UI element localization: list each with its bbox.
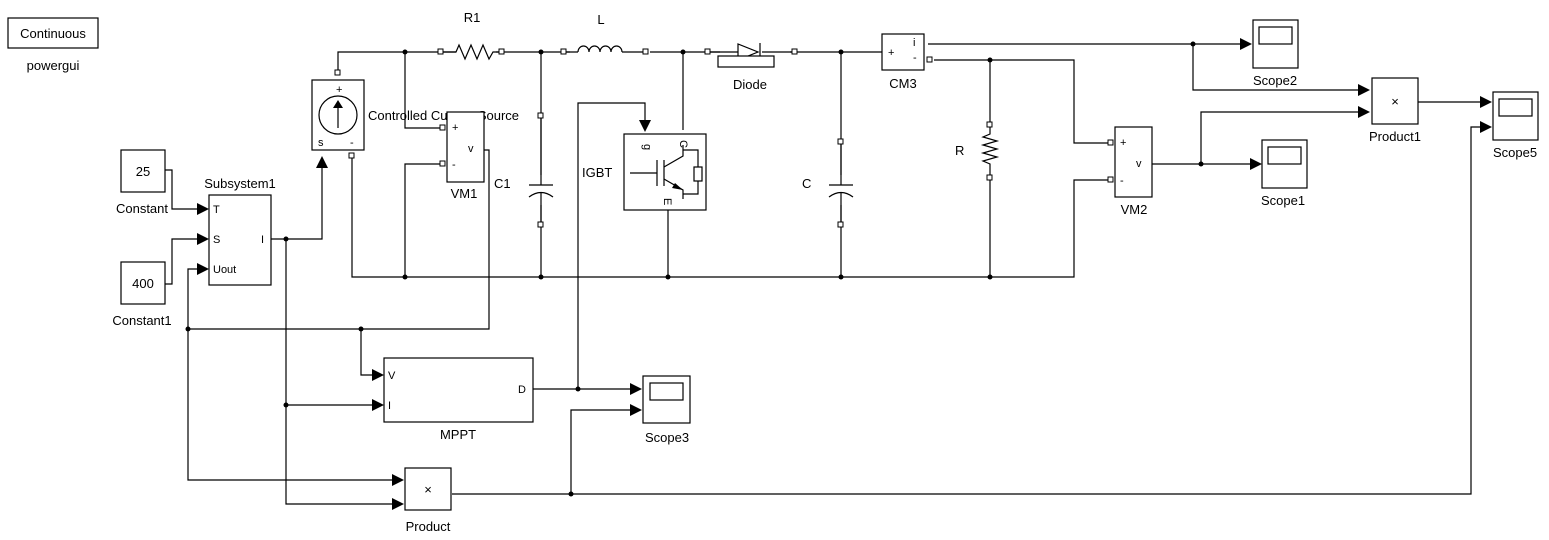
- product-symbol: ×: [424, 482, 432, 497]
- powergui-label: powergui: [27, 58, 80, 73]
- c-capacitor[interactable]: C: [802, 138, 854, 228]
- constant-label: Constant: [116, 201, 168, 216]
- wire-sub-i-ccs: [271, 168, 323, 240]
- subsystem1-port-s: S: [213, 234, 220, 246]
- igbt-c: C: [677, 140, 689, 148]
- vm1-block[interactable]: + - v VM1: [439, 111, 485, 201]
- cm3-label: CM3: [889, 76, 916, 91]
- wire-product-scope3: [570, 409, 630, 494]
- scope2-block[interactable]: Scope2: [1252, 19, 1299, 88]
- wire-d-igbt: [577, 102, 646, 389]
- l-label: L: [597, 12, 604, 27]
- wire-cm3-scope2: [1192, 44, 1358, 91]
- subsystem1-label: Subsystem1: [204, 176, 276, 191]
- wire-sub-i-down: [285, 239, 392, 505]
- wire-bottom-rail: [351, 158, 1110, 278]
- powergui-block[interactable]: Continuous powergui: [7, 17, 99, 73]
- r-label: R: [955, 143, 964, 158]
- r1-label: R1: [464, 10, 481, 25]
- wire-vm2-product1: [1200, 111, 1358, 164]
- subsystem1-port-t: T: [213, 204, 220, 216]
- constant-value: 25: [136, 164, 150, 179]
- wire-cm3-minus: [934, 59, 1110, 144]
- vm1-label: VM1: [451, 186, 478, 201]
- subsystem1-port-i: I: [261, 234, 264, 246]
- r-resistor[interactable]: R: [955, 121, 1000, 181]
- wire-vm1-v: [187, 149, 490, 330]
- wire-v-product: [187, 329, 392, 481]
- c-label: C: [802, 176, 811, 191]
- product1-label: Product1: [1369, 129, 1421, 144]
- wire-vm1-minus: [404, 163, 442, 277]
- wire-top-rail: [337, 51, 882, 72]
- scope3-label: Scope3: [645, 430, 689, 445]
- wire-product-out: [452, 126, 1480, 495]
- junctions: [185, 41, 1204, 497]
- cm3-plus: +: [888, 47, 894, 59]
- ccs-plus: +: [336, 84, 342, 96]
- product1-symbol: ×: [1391, 94, 1399, 109]
- scope1-block[interactable]: Scope1: [1261, 139, 1308, 208]
- igbt-g: g: [641, 144, 653, 150]
- cm3-i: i: [913, 37, 915, 49]
- powergui-mode: Continuous: [20, 26, 86, 41]
- product-block[interactable]: × Product: [404, 467, 452, 534]
- scope3-block[interactable]: Scope3: [642, 375, 691, 445]
- scope5-block[interactable]: Scope5: [1492, 91, 1539, 160]
- product-label: Product: [406, 519, 451, 534]
- wire-v-mppt: [360, 329, 372, 376]
- wire-vm1-plus: [404, 52, 442, 129]
- mppt-block[interactable]: V I D MPPT: [383, 357, 534, 442]
- scope5-label: Scope5: [1493, 145, 1537, 160]
- scope2-label: Scope2: [1253, 73, 1297, 88]
- ccs-s: s: [318, 137, 324, 149]
- igbt-label: IGBT: [582, 165, 612, 180]
- vm2-block[interactable]: + - v VM2: [1107, 126, 1153, 217]
- mppt-port-d: D: [518, 384, 526, 396]
- mppt-port-i: I: [388, 400, 391, 412]
- ccs-minus: -: [350, 137, 354, 149]
- cm3-minus: -: [913, 52, 917, 64]
- constant-block[interactable]: 25 Constant: [116, 149, 168, 216]
- diode-block[interactable]: Diode: [704, 43, 798, 92]
- subsystem1-port-uout: Uout: [213, 264, 236, 276]
- mppt-label: MPPT: [440, 427, 476, 442]
- constant1-block[interactable]: 400 Constant1: [112, 261, 172, 328]
- vm2-label: VM2: [1121, 202, 1148, 217]
- r1-resistor[interactable]: R1: [437, 10, 505, 61]
- ccs-label: Controlled Current Source: [368, 108, 519, 123]
- vm2-plus: +: [1120, 137, 1126, 149]
- vm2-minus: -: [1120, 175, 1124, 187]
- mppt-port-v: V: [388, 370, 396, 382]
- diode-label: Diode: [733, 77, 767, 92]
- igbt-e: E: [661, 198, 673, 205]
- l-inductor[interactable]: L: [560, 12, 649, 55]
- constant1-label: Constant1: [112, 313, 171, 328]
- igbt-block[interactable]: g C E IGBT: [582, 133, 707, 211]
- vm1-minus: -: [452, 159, 456, 171]
- constant1-value: 400: [132, 276, 154, 291]
- vm1-plus: +: [452, 122, 458, 134]
- subsystem1-block[interactable]: Subsystem1 T S Uout I: [204, 176, 276, 286]
- c1-capacitor[interactable]: C1: [494, 112, 554, 228]
- cm3-block[interactable]: + i - CM3: [881, 33, 933, 91]
- vm2-v: v: [1136, 158, 1142, 170]
- controlled-current-source-block[interactable]: + s - Controlled Current Source: [311, 69, 519, 159]
- c1-label: C1: [494, 176, 511, 191]
- vm1-v: v: [468, 143, 474, 155]
- scope1-label: Scope1: [1261, 193, 1305, 208]
- product1-block[interactable]: × Product1: [1369, 77, 1421, 144]
- arrowheads: [197, 38, 1492, 510]
